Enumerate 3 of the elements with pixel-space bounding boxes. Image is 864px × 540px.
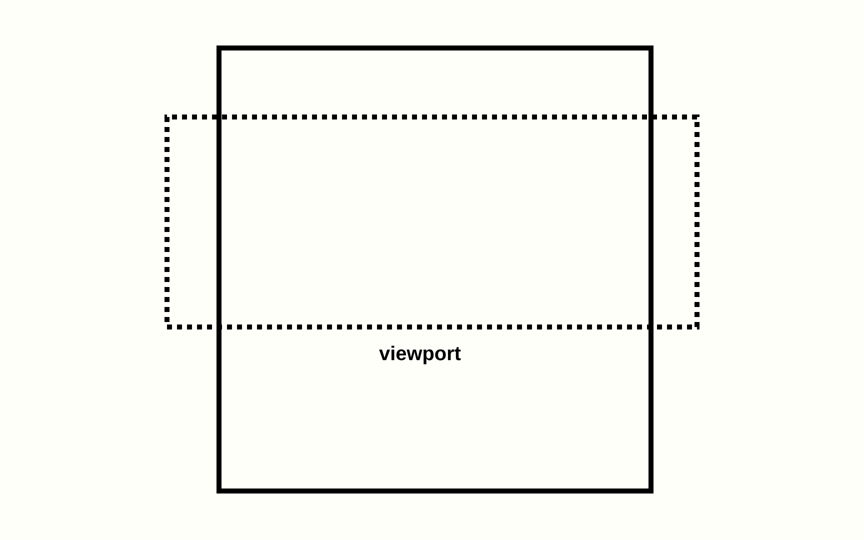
viewport-label: viewport <box>379 346 461 364</box>
frame-box <box>216 46 654 494</box>
viewport-box <box>164 114 700 330</box>
